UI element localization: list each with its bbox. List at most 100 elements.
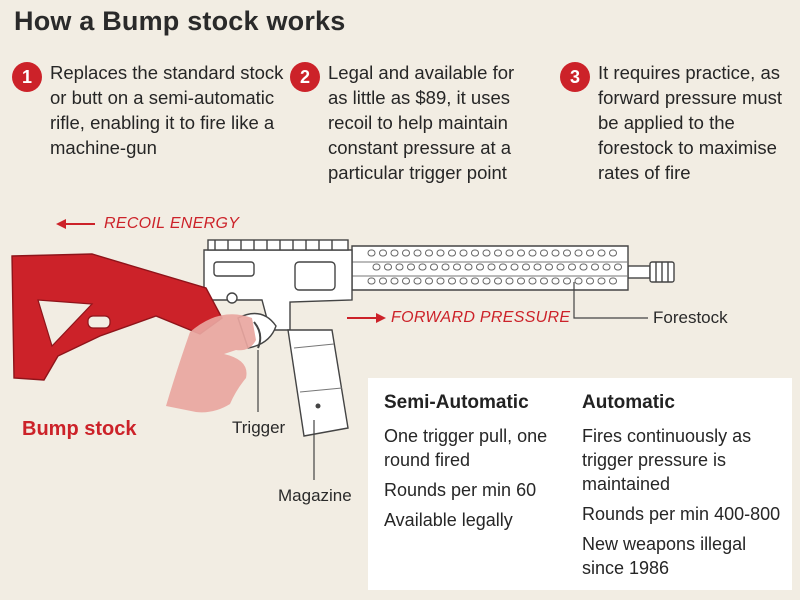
vent-hole [574, 277, 583, 285]
vent-hole [402, 249, 410, 257]
vent-hole [448, 277, 456, 285]
upper-receiver [203, 239, 353, 331]
vent-hole [551, 277, 560, 285]
column-row: One trigger pull, one round fired [384, 426, 548, 470]
vent-hole [471, 277, 479, 285]
column-heading: Semi-Automatic [384, 392, 529, 413]
vent-hole [395, 263, 404, 271]
leader-lines [257, 282, 648, 480]
vent-hole [528, 249, 537, 257]
vent-hole [402, 277, 410, 285]
vent-hole [482, 249, 491, 257]
vent-hole [379, 249, 387, 257]
vent-hole [540, 249, 548, 257]
vent-hole [384, 263, 392, 271]
rifle-diagram [11, 219, 675, 480]
vent-hole [448, 249, 456, 257]
vent-hole [436, 249, 445, 257]
column-row: Rounds per min 400-800 [582, 504, 781, 524]
vent-hole [367, 249, 376, 257]
vent-hole [476, 263, 484, 271]
comparison-table: Semi-Automatic One trigger pull, one rou… [368, 378, 792, 590]
vent-hole [436, 277, 445, 285]
vent-hole [586, 249, 594, 257]
step-number-badge: 1 [12, 62, 42, 92]
vent-hole [494, 277, 502, 285]
step-text: Legal and available for as little as $89… [328, 62, 515, 183]
vent-hole [407, 263, 415, 271]
vent-hole [487, 263, 496, 271]
forestock-label: Forestock [653, 308, 728, 327]
vent-hole [367, 277, 376, 285]
vent-hole [505, 249, 514, 257]
vent-hole [418, 263, 427, 271]
step-number-badge: 3 [560, 62, 590, 92]
vent-hole [597, 249, 606, 257]
hand-shape [166, 314, 256, 413]
vent-hole [430, 263, 438, 271]
vent-hole [441, 263, 450, 271]
vent-hole [586, 277, 594, 285]
vent-hole [540, 277, 548, 285]
vent-hole [574, 249, 583, 257]
vent-hole [579, 263, 588, 271]
automatic-column: Automatic Fires continuously as trigger … [582, 392, 792, 586]
vent-hole [379, 277, 387, 285]
vent-hole [597, 277, 606, 285]
step-text: Replaces the standard stock or butt on a… [50, 62, 284, 158]
vent-hole [390, 249, 399, 257]
vent-hole [517, 277, 525, 285]
vent-hole [425, 249, 433, 257]
vent-hole [563, 249, 571, 257]
column-row: New weapons illegal since 1986 [582, 534, 747, 578]
vent-hole [568, 263, 576, 271]
vent-hole [609, 249, 617, 257]
vent-hole [528, 277, 537, 285]
magazine-shape [287, 329, 349, 437]
step-number-badge: 2 [290, 62, 320, 92]
vent-hole [464, 263, 473, 271]
vent-hole [609, 277, 617, 285]
vent-hole [425, 277, 433, 285]
vent-hole [510, 263, 519, 271]
vent-hole [413, 249, 422, 257]
vent-hole [413, 277, 422, 285]
forward-pressure-label: FORWARD PRESSURE [391, 309, 571, 326]
vent-hole [517, 249, 525, 257]
bump-stock-shape [11, 253, 223, 381]
vent-hole [372, 263, 381, 271]
column-row: Fires continuously as trigger pressure i… [582, 426, 752, 494]
bump-stock-label: Bump stock [22, 418, 137, 440]
vent-hole [494, 249, 502, 257]
vent-hole [482, 277, 491, 285]
vent-hole [533, 263, 542, 271]
vent-hole [602, 263, 611, 271]
vent-hole [556, 263, 565, 271]
column-row: Available legally [384, 510, 513, 530]
trigger-label: Trigger [232, 418, 286, 437]
semi-automatic-column: Semi-Automatic One trigger pull, one rou… [384, 392, 569, 538]
column-heading: Automatic [582, 392, 675, 413]
forestock-vents [367, 249, 622, 285]
page-title: How a Bump stock works [14, 6, 346, 36]
vent-hole [545, 263, 553, 271]
vent-hole [551, 249, 560, 257]
barrel [627, 261, 675, 283]
vent-hole [505, 277, 514, 285]
magazine-label: Magazine [278, 486, 352, 505]
vent-hole [591, 263, 599, 271]
column-row: Rounds per min 60 [384, 480, 537, 500]
recoil-arrow [56, 219, 95, 229]
vent-hole [471, 249, 479, 257]
recoil-energy-label: RECOIL ENERGY [104, 215, 240, 232]
forward-pressure-arrow [347, 313, 386, 323]
vent-hole [522, 263, 530, 271]
vent-hole [499, 263, 507, 271]
vent-hole [614, 263, 622, 271]
step-text: It requires practice, as forward pressur… [598, 62, 783, 183]
vent-hole [390, 277, 399, 285]
vent-hole [459, 277, 468, 285]
vent-hole [563, 277, 571, 285]
vent-hole [459, 249, 468, 257]
vent-hole [453, 263, 461, 271]
